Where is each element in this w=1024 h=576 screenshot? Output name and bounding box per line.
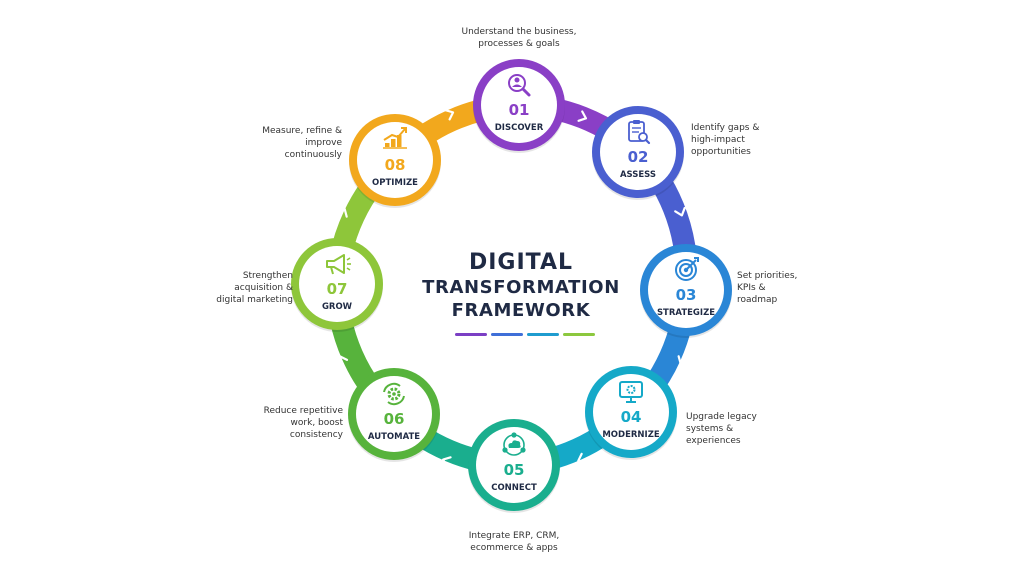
- description-line: consistency: [289, 430, 343, 440]
- step-disc: [481, 67, 557, 143]
- step-description-connect: Integrate ERP, CRM, ecommerce & apps: [454, 530, 574, 554]
- description-line: Strengthen: [242, 271, 293, 281]
- description-line: Identify gaps &: [691, 123, 760, 133]
- target-icon: [675, 257, 699, 281]
- chevron-right-icon: [441, 456, 452, 468]
- description-line: opportunities: [691, 147, 751, 157]
- title-line-1: DIGITAL: [468, 250, 574, 275]
- description-line: experiences: [686, 436, 741, 446]
- step-description-strategize: Set priorities, KPIs & roadmap: [737, 270, 837, 306]
- description-line: processes & goals: [478, 39, 560, 49]
- title-line-2: TRANSFORMATION: [422, 277, 620, 298]
- step-label: CONNECT: [491, 483, 537, 493]
- gear-cycle-icon: [383, 382, 405, 406]
- step-label: MODERNIZE: [602, 430, 660, 440]
- step-description-modernize: Upgrade legacy systems & experiences: [686, 411, 786, 447]
- step-description-assess: Identify gaps & high-impact opportunities: [691, 122, 811, 158]
- chevron-right-icon: [336, 207, 348, 218]
- description-line: ecommerce & apps: [470, 543, 558, 553]
- description-line: KPIs &: [737, 283, 766, 293]
- step-disc: [476, 427, 552, 503]
- step-number: 04: [621, 408, 642, 426]
- step-disc: [299, 246, 375, 322]
- description-line: Measure, refine &: [262, 126, 342, 136]
- step-number: 01: [509, 101, 530, 119]
- growth-chart-icon: [383, 127, 407, 149]
- chevron-right-icon: [577, 452, 587, 465]
- description-line: Integrate ERP, CRM,: [468, 531, 560, 541]
- step-label: AUTOMATE: [368, 432, 420, 442]
- chevron-right-icon: [674, 206, 686, 217]
- step-disc: [593, 374, 669, 450]
- step-disc: [600, 114, 676, 190]
- title-underline-4: [563, 333, 595, 336]
- title-line-3: FRAMEWORK: [451, 300, 591, 321]
- description-line: high-impact: [691, 135, 745, 145]
- step-disc: [356, 376, 432, 452]
- cloud-network-icon: [502, 432, 526, 456]
- step-number: 07: [327, 280, 348, 298]
- step-number: 08: [385, 156, 406, 174]
- step-label: DISCOVER: [495, 123, 544, 133]
- chevron-right-icon: [336, 355, 349, 365]
- step-number: 06: [384, 410, 405, 428]
- step-number: 02: [628, 148, 649, 166]
- megaphone-icon: [326, 254, 351, 275]
- description-line: roadmap: [737, 295, 778, 305]
- chevron-right-icon: [444, 109, 455, 121]
- description-line: digital marketing: [216, 295, 293, 305]
- title-underline-3: [527, 333, 559, 336]
- description-line: Upgrade legacy: [686, 412, 757, 422]
- description-line: work, boost: [290, 418, 343, 428]
- step-disc: [357, 122, 433, 198]
- title-underline-2: [491, 333, 523, 336]
- step-description-optimize: Measure, refine & improve continuously: [242, 125, 342, 161]
- step-description-grow: Strengthen acquisition & digital marketing: [203, 270, 293, 306]
- description-line: improve: [305, 138, 342, 148]
- step-description-automate: Reduce repetitive work, boost consistency: [243, 405, 343, 441]
- description-line: Reduce repetitive: [263, 406, 343, 416]
- step-number: 05: [504, 461, 525, 479]
- step-label: GROW: [322, 302, 353, 312]
- description-line: acquisition &: [234, 283, 293, 293]
- step-label: ASSESS: [620, 170, 656, 180]
- step-disc: [648, 252, 724, 328]
- chevron-right-icon: [677, 355, 689, 365]
- description-line: Set priorities,: [737, 271, 798, 281]
- step-description-discover: Understand the business, processes & goal…: [459, 26, 579, 50]
- description-line: continuously: [284, 150, 342, 160]
- title-underline-1: [455, 333, 487, 336]
- chevron-right-icon: [577, 110, 588, 122]
- description-line: Understand the business,: [461, 27, 577, 37]
- step-label: STRATEGIZE: [657, 308, 715, 318]
- step-number: 03: [676, 286, 697, 304]
- description-line: systems &: [686, 424, 734, 434]
- clipboard-magnifier-icon: [628, 120, 651, 145]
- search-person-icon: [508, 74, 531, 97]
- monitor-gear-icon: [619, 381, 643, 403]
- step-label: OPTIMIZE: [372, 178, 418, 188]
